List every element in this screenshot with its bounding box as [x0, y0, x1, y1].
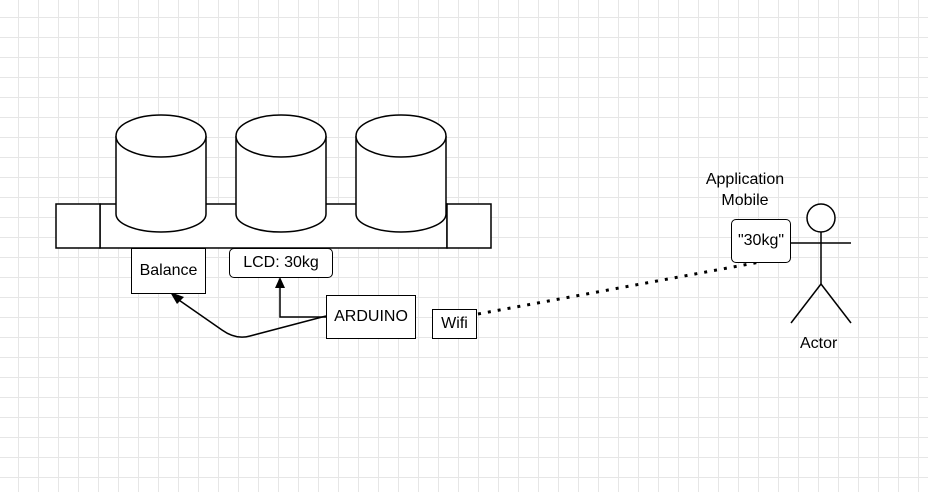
application-mobile-title: Application Mobile: [690, 169, 800, 211]
arduino-node: ARDUINO: [326, 295, 416, 339]
platform-right-end: [446, 203, 492, 249]
wifi-label: Wifi: [441, 315, 468, 332]
app-title-line2: Mobile: [721, 192, 769, 209]
balance-label: Balance: [139, 262, 198, 279]
cylinder-1: [115, 114, 207, 233]
actor-figure: [790, 203, 852, 324]
arrow-arduino-to-lcd: [279, 285, 326, 318]
lcd-node: LCD: 30kg: [229, 248, 333, 278]
wifi-link-dotted: [477, 260, 761, 316]
lcd-label: LCD: 30kg: [243, 254, 319, 271]
arrowhead-lcd: [275, 277, 285, 288]
arduino-label: ARDUINO: [334, 308, 408, 325]
app-title-line1: Application: [705, 171, 785, 188]
platform-left-end: [55, 203, 101, 249]
arrow-arduino-to-balance: [175, 297, 327, 338]
app-value-label: "30kg": [737, 232, 785, 249]
arrowhead-balance: [170, 292, 184, 304]
wifi-node: Wifi: [432, 309, 477, 339]
app-value-node: "30kg": [731, 219, 791, 263]
actor-label: Actor: [800, 335, 838, 352]
cylinder-3: [355, 114, 447, 233]
balance-node: Balance: [131, 248, 206, 294]
cylinder-2: [235, 114, 327, 233]
